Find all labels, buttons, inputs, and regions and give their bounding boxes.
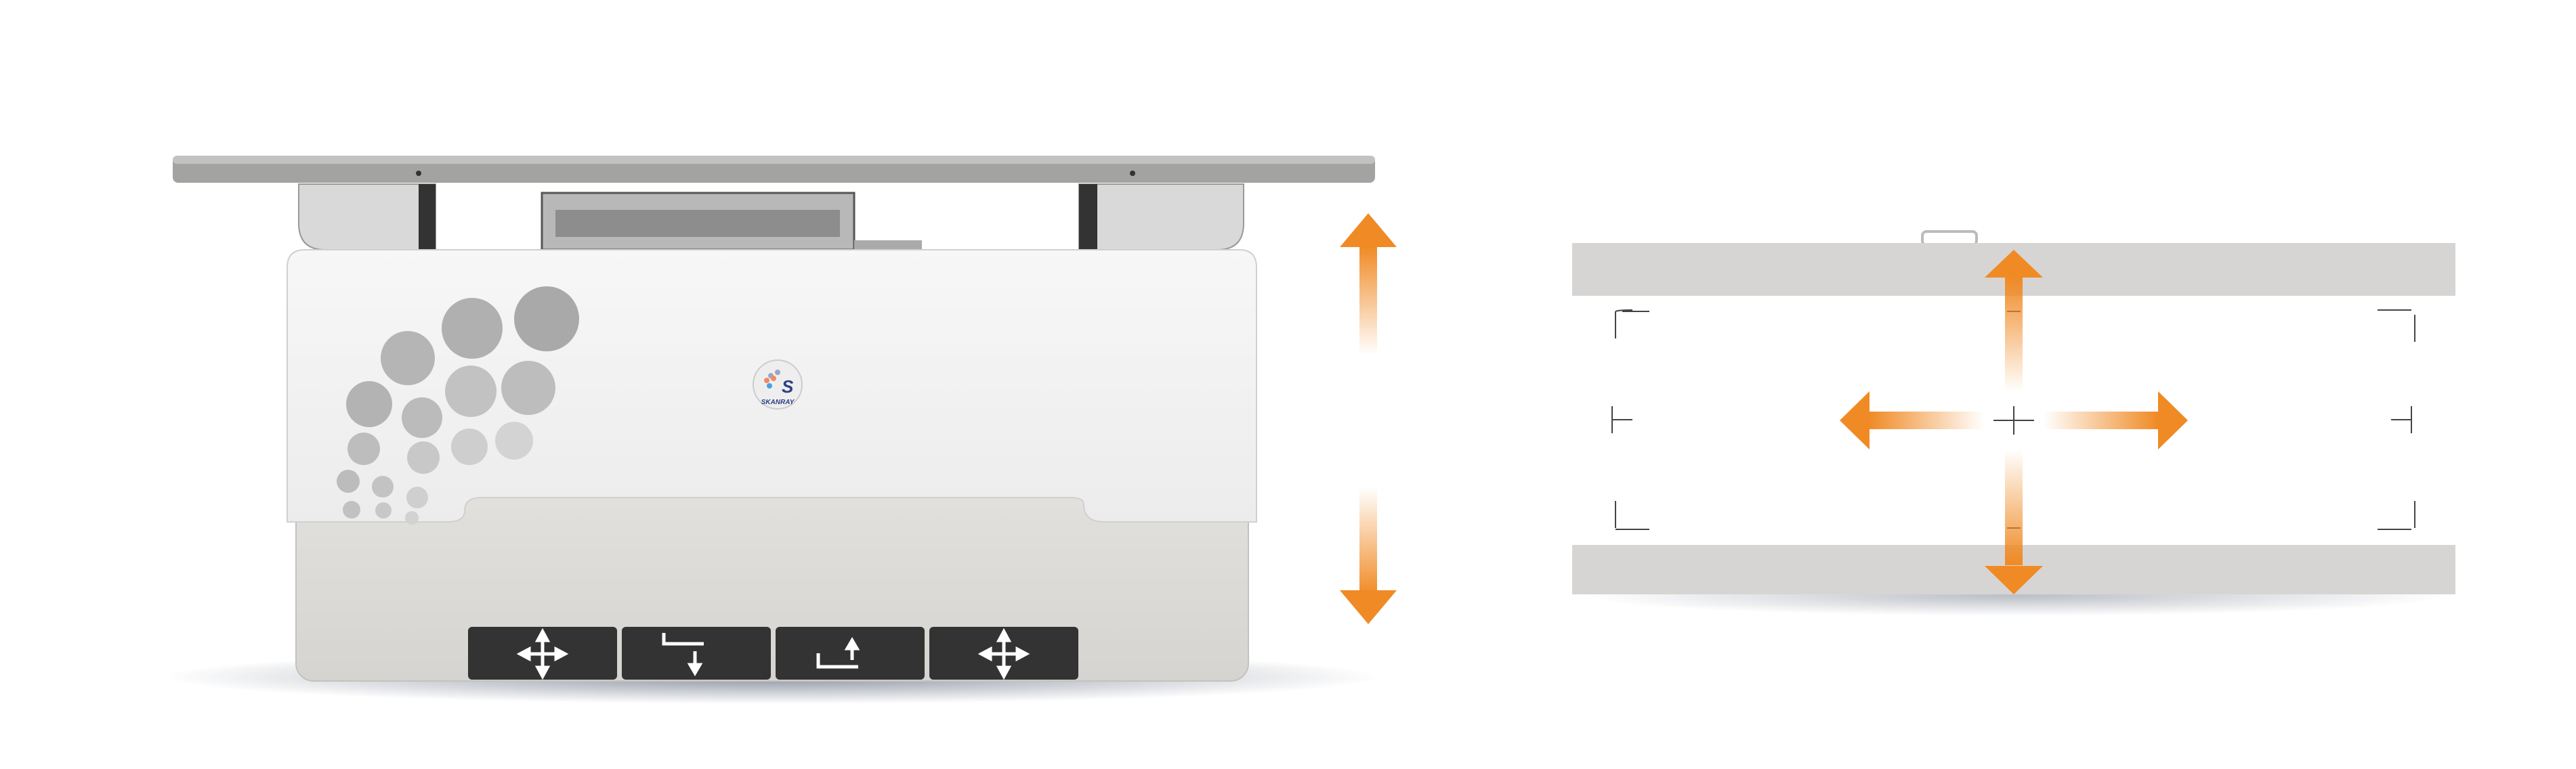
- four-way-move-icon: [977, 628, 1030, 680]
- move-button-right[interactable]: [929, 627, 1078, 680]
- tabletop: [173, 156, 1375, 183]
- lower-base: [295, 497, 1249, 682]
- floating-tabletop-cross-arrows: [1840, 250, 2188, 594]
- vertical-height-arrow: [1340, 213, 1397, 624]
- control-panel: [468, 627, 1078, 680]
- lower-table-button[interactable]: [622, 627, 771, 680]
- decorative-dot-pattern: [337, 286, 579, 525]
- four-way-move-icon: [516, 628, 569, 680]
- lower-table-icon: [662, 633, 704, 676]
- svg-text:S: S: [782, 376, 794, 397]
- move-button-left[interactable]: [468, 627, 617, 680]
- raise-table-button[interactable]: [776, 627, 925, 680]
- logo-text: SKANRAY: [761, 399, 795, 406]
- raise-table-icon: [816, 637, 860, 669]
- tabletop-supports: [298, 183, 1244, 251]
- skanray-logo: S SKANRAY: [753, 359, 803, 410]
